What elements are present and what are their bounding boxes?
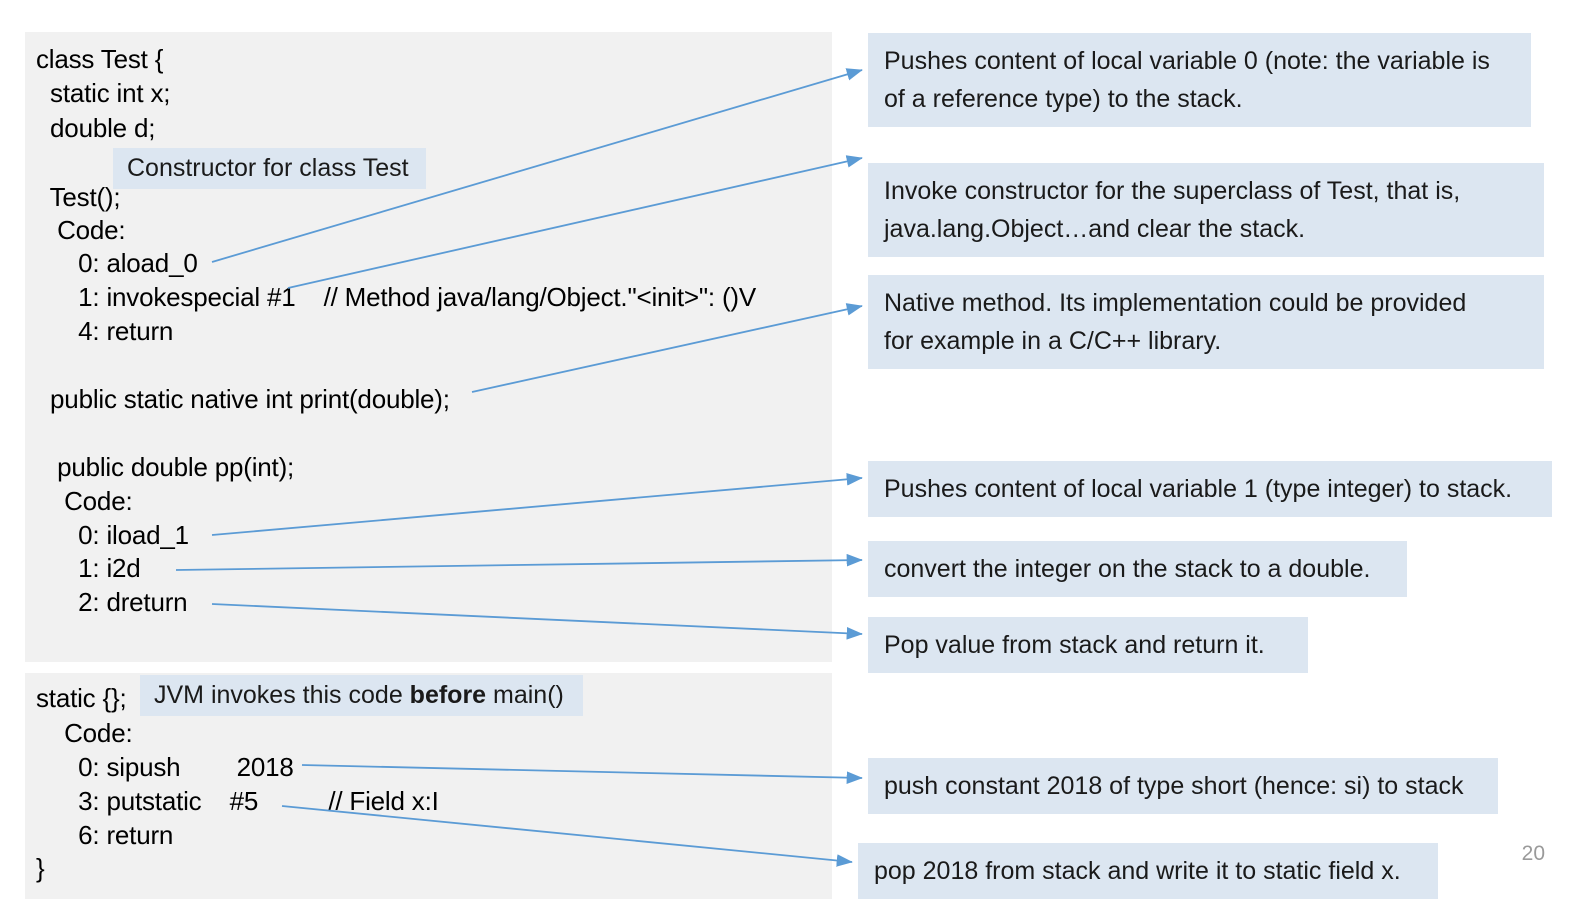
code-line: 1: invokespecial #1 // Method java/lang/…	[36, 282, 757, 312]
code-line: 0: aload_0	[36, 248, 198, 278]
code-line: Code:	[36, 486, 133, 516]
code-line: 6: return	[36, 820, 174, 850]
constructor-note: Constructor for class Test	[113, 148, 426, 189]
i2d-callout: convert the integer on the stack to a do…	[868, 541, 1407, 597]
invokespecial-callout: Invoke constructor for the superclass of…	[868, 163, 1544, 257]
code-line: class Test {	[36, 44, 164, 74]
code-line: static {};	[36, 683, 127, 713]
iload1-callout: Pushes content of local variable 1 (type…	[868, 461, 1552, 517]
putstatic-callout: pop 2018 from stack and write it to stat…	[858, 843, 1438, 899]
code-line: 3: putstatic #5 // Field x:I	[36, 786, 439, 816]
jvm-note-suffix: main()	[486, 681, 564, 709]
code-line: 0: sipush 2018	[36, 752, 294, 782]
native-callout: Native method. Its implementation could …	[868, 275, 1544, 369]
code-line: 4: return	[36, 316, 174, 346]
jvm-note-bold: before	[409, 681, 487, 709]
dreturn-callout: Pop value from stack and return it.	[868, 617, 1308, 673]
code-line: double d;	[36, 113, 156, 143]
code-line: Code:	[36, 215, 126, 245]
sipush-callout: push constant 2018 of type short (hence:…	[868, 758, 1498, 814]
code-line: }	[36, 853, 45, 883]
page-number: 20	[1521, 842, 1545, 865]
aload0-callout: Pushes content of local variable 0 (note…	[868, 33, 1531, 127]
jvm-invokes-note: JVM invokes this code before main()	[140, 675, 583, 716]
code-line: Test();	[36, 182, 121, 212]
code-line: Code:	[36, 718, 133, 748]
code-line: public double pp(int);	[36, 452, 295, 482]
code-line: static int x;	[36, 78, 171, 108]
code-line: 0: iload_1	[36, 520, 189, 550]
code-line: public static native int print(double);	[36, 384, 450, 414]
code-line: 1: i2d	[36, 553, 141, 583]
code-line: 2: dreturn	[36, 587, 188, 617]
jvm-note-prefix: JVM invokes this code	[154, 681, 410, 709]
